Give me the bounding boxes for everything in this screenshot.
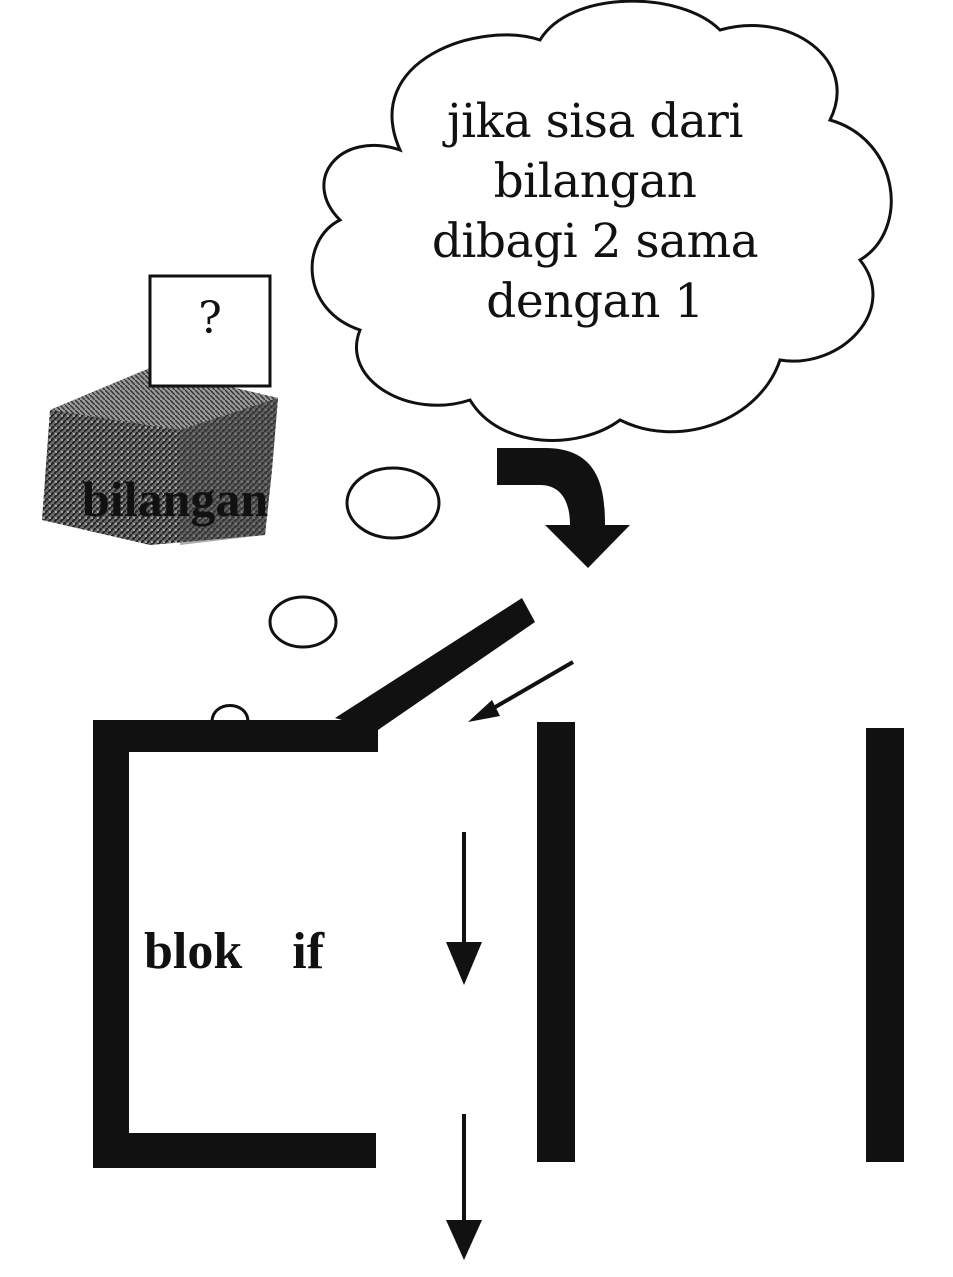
thought-bubble-small — [268, 595, 338, 649]
cloud-line: bilangan — [493, 154, 697, 209]
cloud-line: jika sisa dari — [447, 94, 743, 149]
question-mark: ? — [198, 293, 222, 344]
thought-bubble-large — [345, 466, 441, 540]
book-icon — [42, 368, 278, 545]
bilangan-label: bilangan — [82, 471, 269, 527]
cloud-text: jika sisa dari bilangan dibagi 2 sama de… — [395, 92, 795, 332]
curved-arrow — [497, 448, 630, 568]
entry-arrow — [468, 660, 575, 722]
blok-if-label: blok if — [144, 923, 325, 980]
wall-left — [537, 722, 575, 1162]
question-box — [148, 274, 272, 388]
if-block-bracket — [93, 720, 378, 1168]
cloud-line: dengan 1 — [486, 274, 704, 329]
lid — [335, 598, 535, 730]
down-arrow-exit — [446, 1114, 482, 1260]
wall-right — [866, 728, 904, 1162]
down-arrow-inside — [446, 832, 482, 985]
cloud-line: dibagi 2 sama — [431, 214, 759, 269]
block-knob — [210, 704, 250, 723]
thought-cloud — [310, 0, 893, 442]
